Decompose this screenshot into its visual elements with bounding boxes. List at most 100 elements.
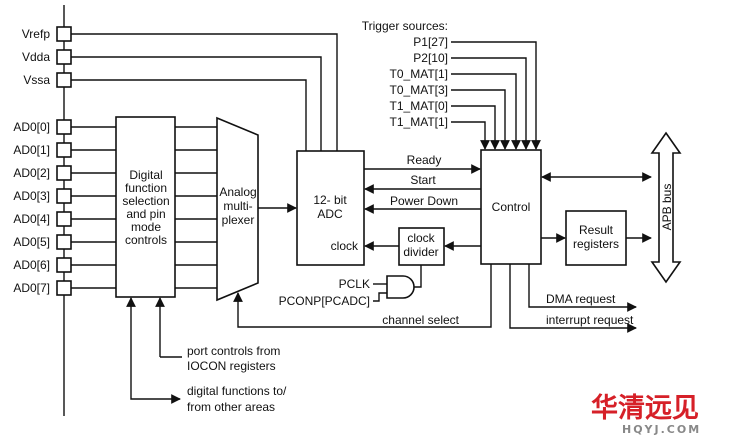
pin-label: AD0[7] [13,281,50,295]
interrupt-request-label: interrupt request [546,313,634,327]
watermark-logo: 华清远见 HQYJ.COM [591,392,701,436]
start-label: Start [410,173,436,187]
dma-request-label: DMA request [546,292,616,306]
pin-pad [56,165,72,181]
adc-pin: AD0[3] [13,188,217,204]
trigger-label: T1_MAT[1] [390,115,448,129]
watermark-chinese: 华清远见 [591,392,699,424]
adc-pin: AD0[2] [13,165,217,181]
trigger-source: T0_MAT[1] [390,67,521,150]
trigger-arrow [451,57,531,150]
svg-text:selection: selection [122,194,169,208]
channel-select-signal [233,264,492,328]
pin-label: AD0[3] [13,189,50,203]
trigger-label: P1[27] [413,35,448,49]
adc-12bit-block [296,150,365,266]
analog-multiplexer [216,116,259,302]
clock-divider-block [398,227,445,266]
trigger-label: P2[10] [413,51,448,65]
trigger-label: T0_MAT[3] [390,83,448,97]
pconp-label: PCONP[PCADC] [279,294,370,308]
clock-divider-label: clock [407,231,435,245]
digital-functions-arrow [126,297,181,404]
trigger-arrow [451,41,541,150]
apb-bus-label: APB bus [660,184,674,231]
pin-label: Vrefp [22,27,51,41]
supply-pin-vdda: Vdda [22,49,322,151]
adc-pin: AD0[7] [13,280,217,296]
dma-request-signal [528,264,637,312]
watermark-url: HQYJ.COM [622,423,701,436]
trigger-sources: P1[27] P2[10] T0_MAT[1] T0_MAT[3] T1_MAT[0] T… [390,35,541,150]
digital-functions-note: from other areas [187,400,275,414]
pin-pad [56,257,72,273]
svg-text:and pin: and pin [126,207,165,221]
and-gate [386,275,415,299]
result-registers-label: registers [573,237,619,251]
trigger-arrow [451,89,510,150]
trigger-source: P1[27] [413,35,541,150]
adc-pin: AD0[5] [13,234,217,250]
adc-clock-label: clock [331,239,359,253]
channel-select-label: channel select [382,313,459,327]
result-registers-label: Result [579,223,614,237]
pin-label: AD0[5] [13,235,50,249]
trigger-sources-title: Trigger sources: [362,19,448,33]
pin-pad [56,119,72,135]
pin-label: AD0[4] [13,212,50,226]
adc-pin: AD0[1] [13,142,217,158]
svg-text:Analog: Analog [219,185,256,199]
pconp-line [373,292,387,302]
pin-pad [56,211,72,227]
pin-label: AD0[0] [13,120,50,134]
supply-pin-vssa: Vssa [23,72,307,151]
ready-label: Ready [407,153,442,167]
control-label: Control [492,200,531,214]
port-controls-note: port controls from [187,344,280,358]
digital-functions-note: digital functions to/ [187,384,287,398]
adc-pin: AD0[4] [13,211,217,227]
pin-label: Vdda [22,50,50,64]
pin-pad [56,142,72,158]
svg-text:mode: mode [131,220,161,234]
trigger-arrow [451,121,490,150]
port-controls-note: IOCON registers [187,359,276,373]
adc-pin: AD0[6] [13,257,217,273]
apb-bus-arrow [650,131,682,284]
pclk-label: PCLK [339,277,370,291]
supply-pin-vrefp: Vrefp [22,26,338,151]
pin-label: AD0[2] [13,166,50,180]
result-registers-block [565,210,627,266]
trigger-source: T0_MAT[3] [390,83,510,150]
svg-text:function: function [125,181,167,195]
pin-label: AD0[6] [13,258,50,272]
control-block [480,149,542,265]
trigger-arrow [451,73,521,150]
svg-text:plexer: plexer [222,213,255,227]
pin-label: AD0[1] [13,143,50,157]
svg-text:Digital: Digital [129,168,162,182]
trigger-label: T0_MAT[1] [390,67,448,81]
pin-pad [56,188,72,204]
adc-label: 12- bit [313,193,347,207]
trigger-source: P2[10] [413,51,531,150]
trigger-source: T1_MAT[0] [390,99,500,150]
and-gate-output [414,265,422,288]
trigger-arrow [451,105,500,150]
trigger-label: T1_MAT[0] [390,99,448,113]
trigger-source: T1_MAT[1] [390,115,490,150]
digital-function-label: Digital function selection and pin mode … [122,168,169,247]
pin-pad [56,234,72,250]
pin-pad [56,280,72,296]
adc-input-pins: AD0[0] AD0[1] AD0[2] AD0[3] AD0[4] AD0[5] AD0[… [13,119,217,296]
adc-label: ADC [317,207,343,221]
digital-function-block [115,116,176,298]
analog-multiplexer-label: Analog multi- plexer [219,185,256,227]
adc-pin: AD0[0] [13,119,217,135]
svg-text:controls: controls [125,233,167,247]
power-down-label: Power Down [390,194,458,208]
clock-divider-label: divider [403,245,438,259]
pin-label: Vssa [23,73,50,87]
interrupt-request-signal [509,264,637,333]
